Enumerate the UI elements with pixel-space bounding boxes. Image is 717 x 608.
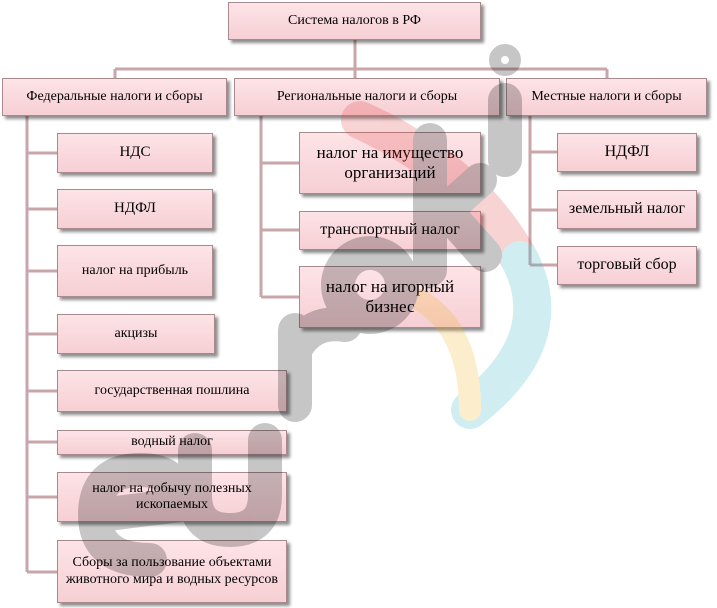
federal-item-nds: НДС bbox=[57, 133, 213, 173]
regional-item-transport-tax: транспортный налог bbox=[299, 211, 481, 250]
federal-item-label: НДФЛ bbox=[114, 200, 156, 217]
federal-item-profit-tax: налог на прибыль bbox=[57, 245, 213, 297]
federal-item-label: водный налог bbox=[131, 434, 213, 450]
local-item-label: НДФЛ bbox=[604, 143, 650, 161]
local-header: Местные налоги и сборы bbox=[506, 78, 707, 116]
federal-item-water-tax: водный налог bbox=[57, 430, 287, 455]
federal-header: Федеральные налоги и сборы bbox=[2, 78, 227, 116]
regional-item-label: налог на игорный бизнес bbox=[325, 277, 455, 316]
local-header-label: Местные налоги и сборы bbox=[531, 88, 682, 104]
federal-item-state-duty: государственная пошлина bbox=[57, 370, 287, 412]
federal-item-mineral-tax: налог на добычу полезных ископаемых bbox=[57, 472, 287, 522]
regional-item-property-tax: налог на имущество организаций bbox=[299, 132, 481, 194]
federal-item-ndfl: НДФЛ bbox=[57, 189, 213, 229]
local-item-ndfl: НДФЛ bbox=[557, 133, 697, 172]
local-item-label: торговый сбор bbox=[577, 256, 677, 274]
root-label: Система налогов в РФ bbox=[288, 12, 421, 28]
regional-header: Региональные налоги и сборы bbox=[234, 78, 500, 116]
federal-item-label: Сборы за пользование объектами животного… bbox=[65, 555, 279, 587]
local-item-trade-fee: торговый сбор bbox=[557, 246, 697, 285]
federal-header-label: Федеральные налоги и сборы bbox=[26, 88, 203, 104]
federal-item-excise: акцизы bbox=[57, 314, 215, 354]
federal-item-label: государственная пошлина bbox=[94, 382, 250, 398]
root-box: Система налогов в РФ bbox=[228, 2, 481, 40]
local-item-land-tax: земельный налог bbox=[557, 190, 697, 229]
regional-item-label: транспортный налог bbox=[320, 221, 460, 239]
federal-item-label: налог на прибыль bbox=[81, 262, 189, 278]
federal-item-label: акцизы bbox=[114, 325, 158, 341]
regional-header-label: Региональные налоги и сборы bbox=[276, 88, 458, 104]
local-item-label: земельный налог bbox=[568, 200, 686, 218]
regional-item-gambling-tax: налог на игорный бизнес bbox=[299, 266, 481, 328]
regional-item-label: налог на имущество организаций bbox=[316, 143, 464, 182]
federal-item-label: налог на добычу полезных ископаемых bbox=[92, 480, 252, 512]
federal-item-label: НДС bbox=[119, 144, 151, 161]
federal-item-wildlife-fees: Сборы за пользование объектами животного… bbox=[57, 540, 287, 603]
